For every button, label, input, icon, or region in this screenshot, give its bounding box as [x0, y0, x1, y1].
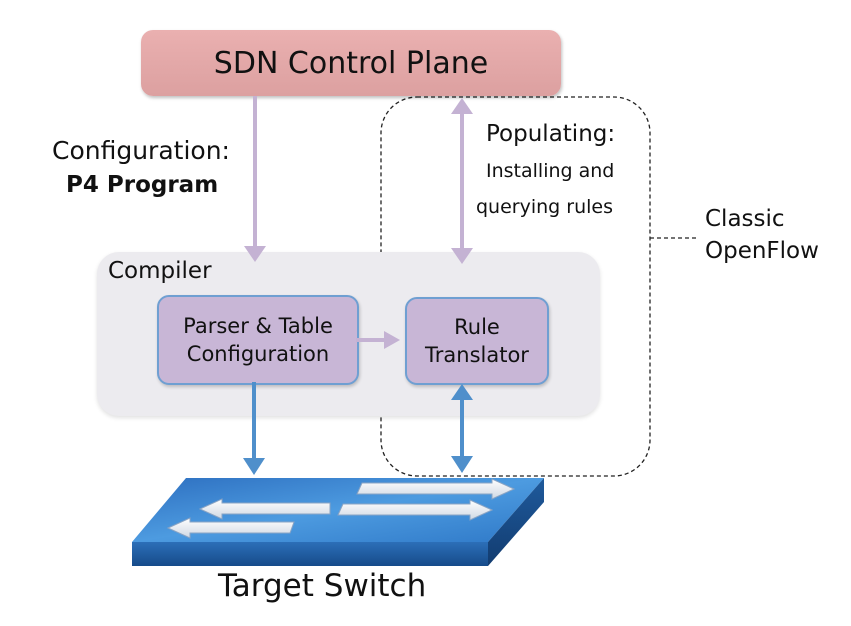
switch-arrow-right-bottom-icon — [337, 499, 494, 521]
classic-openflow-label: Classic OpenFlow — [705, 203, 819, 267]
sdn-control-plane-box: SDN Control Plane — [141, 30, 561, 96]
target-switch — [132, 478, 544, 566]
rule-translator-box: Rule Translator — [405, 297, 549, 385]
compiler-to-switch-arrow — [243, 382, 265, 475]
parser-to-rule-arrow — [356, 331, 400, 349]
parser-label-line2: Configuration — [186, 342, 330, 366]
switch-front — [132, 542, 488, 566]
populating-line2: querying rules — [476, 196, 613, 218]
switch-arrow-left-bottom-icon — [166, 517, 295, 539]
sdn-control-plane-label: SDN Control Plane — [213, 45, 489, 81]
populating-line1: Installing and — [486, 160, 615, 182]
target-switch-label: Target Switch — [218, 568, 427, 604]
compiler-label: Compiler — [108, 258, 212, 284]
configuration-arrow — [244, 96, 266, 262]
classic-line2: OpenFlow — [705, 238, 819, 265]
switch-arrow-left-top-icon — [198, 498, 331, 520]
rule-to-switch-arrow — [451, 384, 473, 473]
populating-arrow — [451, 98, 473, 264]
populating-title: Populating: — [486, 121, 616, 147]
classic-line1: Classic — [705, 206, 785, 232]
parser-label-line1: Parser & Table — [183, 313, 333, 338]
rule-label-line2: Translator — [425, 343, 529, 367]
configuration-label: Configuration: — [52, 136, 230, 165]
p4-program-label: P4 Program — [66, 172, 219, 198]
switch-side — [488, 478, 544, 566]
parser-table-config-box: Parser & Table Configuration — [157, 295, 359, 385]
switch-arrow-right-top-icon — [356, 478, 516, 500]
rule-label-line1: Rule — [454, 314, 500, 339]
